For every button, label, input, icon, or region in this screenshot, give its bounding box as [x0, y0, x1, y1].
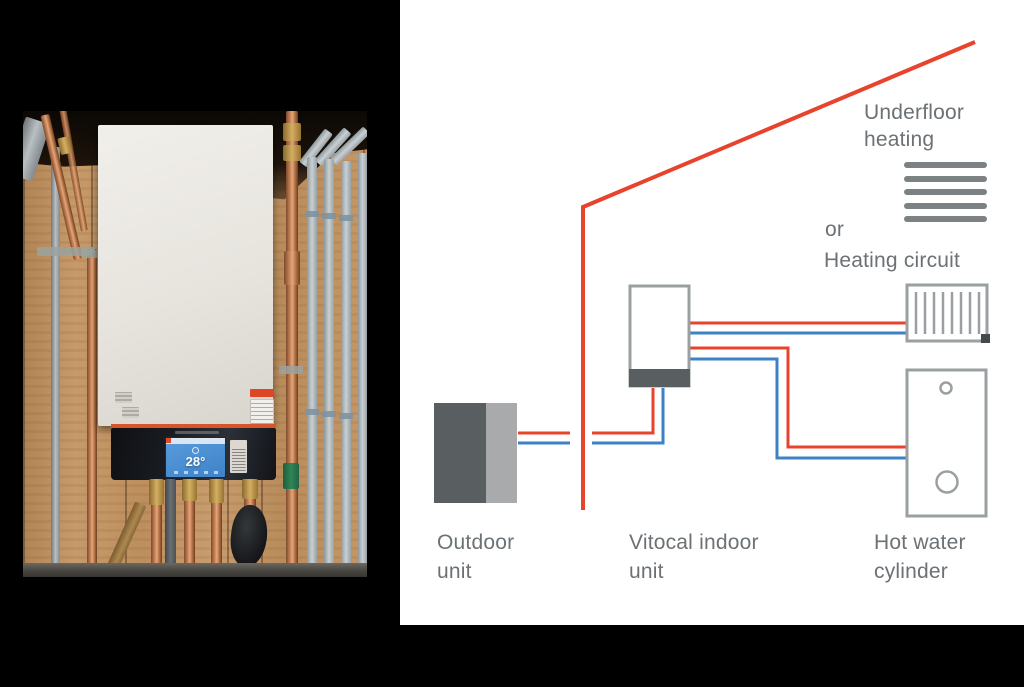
label-line: heating	[864, 128, 935, 151]
hot-water-cylinder-shape	[905, 368, 988, 518]
conduit-clip	[322, 411, 336, 417]
conduit-clip	[322, 213, 336, 219]
heat-pump-casing	[98, 125, 273, 426]
gray-pipe	[51, 147, 60, 565]
label-hot-water-cylinder: Hot water cylinder	[874, 528, 966, 586]
label-underfloor-heating: Underfloor heating	[864, 99, 964, 153]
conduit-pipe	[341, 161, 351, 565]
red-label	[250, 389, 274, 397]
house-outline-line	[581, 40, 976, 510]
underfloor-heating-icon	[904, 162, 987, 222]
wooden-stick	[107, 501, 147, 569]
conduit-pipe	[324, 159, 334, 565]
temperature-icon	[192, 447, 199, 454]
unit-display-screen: 28°	[165, 437, 226, 478]
return-pipe-blue	[518, 388, 665, 445]
diagram-linework	[434, 40, 990, 518]
brass-valve	[182, 479, 197, 501]
rating-label	[230, 440, 247, 473]
flow-pipe-red	[518, 388, 655, 435]
brass-coupler	[283, 123, 301, 141]
pipe-bracket	[37, 247, 95, 256]
label-line: Outdoor	[437, 531, 515, 554]
copper-pipe-left	[87, 249, 97, 565]
pipe-bracket	[81, 250, 107, 258]
brass-valve	[242, 479, 258, 499]
radiator-icon	[905, 283, 990, 343]
green-valve	[283, 463, 299, 489]
insulated-pipe	[165, 479, 176, 565]
label-line: Underfloor	[864, 101, 965, 124]
brass-valve	[149, 479, 164, 505]
vent-grille	[122, 407, 139, 418]
label-or: or	[825, 218, 845, 241]
label-line: cylinder	[874, 560, 948, 583]
conduit-clip	[305, 409, 319, 415]
label-line: Hot water	[874, 531, 966, 554]
copper-pipe	[211, 479, 222, 565]
label-outdoor-unit: Outdoor unit	[437, 528, 514, 586]
conduit-clip	[339, 215, 353, 221]
viessmann-logo	[175, 431, 219, 434]
screen-statusbar	[166, 438, 225, 444]
screen-temperature: 28°	[185, 454, 206, 469]
copper-pipe	[151, 479, 162, 565]
label-heating-circuit: Heating circuit	[824, 249, 961, 272]
conduit-clip	[339, 413, 353, 419]
instruction-card	[250, 399, 274, 425]
conduit-clip	[305, 211, 319, 217]
screen-menu-icons	[174, 471, 219, 474]
copper-coupler	[284, 251, 300, 285]
flow-pipe-red	[690, 346, 907, 449]
installation-photo: 28°	[23, 111, 367, 577]
screen-badge	[166, 438, 171, 443]
copper-pipe	[184, 479, 195, 565]
indoor-unit-shape	[628, 284, 691, 388]
outdoor-unit-shape	[434, 403, 517, 503]
label-line: Vitocal indoor	[629, 531, 759, 554]
brass-coupler	[283, 145, 301, 161]
label-line: unit	[437, 560, 472, 583]
label-line: unit	[629, 560, 664, 583]
conduit-pipe	[358, 153, 367, 565]
floor	[23, 563, 367, 577]
vent-grille	[115, 392, 132, 403]
insulation-wrap	[227, 503, 271, 569]
label-vitocal-indoor-unit: Vitocal indoor unit	[629, 528, 759, 586]
pipe-bracket	[279, 366, 303, 374]
return-pipe-blue	[690, 357, 907, 460]
brass-valve	[209, 479, 224, 503]
conduit-pipe	[307, 157, 317, 565]
schematic-diagram: Underfloor heating or Heating circuit Ou…	[400, 0, 1024, 625]
orange-trim	[111, 424, 276, 428]
copper-pipe-right	[286, 111, 298, 565]
